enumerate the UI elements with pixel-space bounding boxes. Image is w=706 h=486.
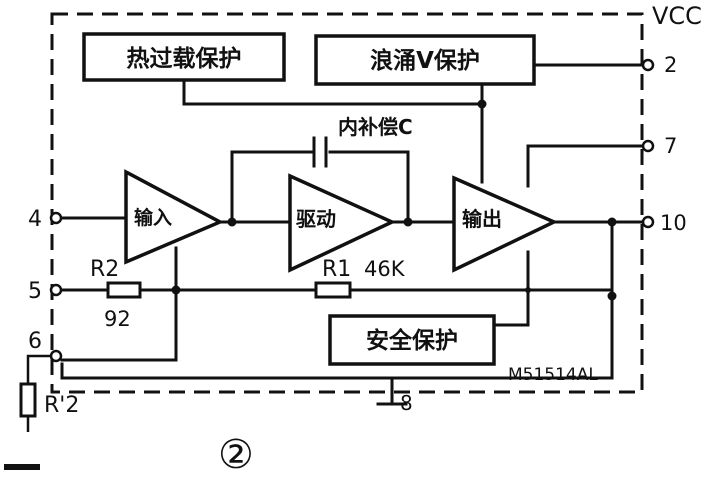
r2-prime-label: R'2 xyxy=(44,393,79,418)
r1-label: R1 xyxy=(322,257,351,282)
input-stage-label: 输入 xyxy=(134,206,172,229)
pin-2-label: 2 xyxy=(664,53,677,77)
pin-8-label: 8 xyxy=(400,391,413,415)
chip-outline xyxy=(50,12,644,394)
r1-value: 46K xyxy=(364,257,406,281)
pin-10-label: 10 xyxy=(660,211,687,235)
thermal-overload-label: 热过载保护 xyxy=(127,45,242,72)
pin-6-label: 6 xyxy=(28,329,42,354)
pin-4: 4 xyxy=(28,207,63,232)
r2-label: R2 xyxy=(90,257,119,282)
figure-number: ② xyxy=(218,432,254,478)
resistor-r1: R1 46K xyxy=(314,257,406,299)
internal-comp-label: 内补偿C xyxy=(338,115,413,139)
pin-2: 2 xyxy=(641,53,677,77)
input-amplifier: 输入 xyxy=(124,169,225,265)
pin-6: 6 xyxy=(28,329,63,363)
vcc-label: VCC xyxy=(652,2,702,30)
output-stage-label: 输出 xyxy=(462,207,502,231)
wires xyxy=(26,63,646,432)
safety-protection-label: 安全保护 xyxy=(366,327,458,354)
r2-value: 92 xyxy=(104,307,131,331)
surge-protection-label: 浪涌V保护 xyxy=(370,47,480,74)
driver-amplifier: 驱动 xyxy=(288,173,397,273)
pin-10: 10 xyxy=(641,211,687,235)
pin-4-label: 4 xyxy=(28,207,42,232)
output-amplifier: 输出 xyxy=(452,175,559,273)
pin-7: 7 xyxy=(641,134,677,158)
safety-protection-block: 安全保护 xyxy=(328,314,496,366)
pin-8: 8 xyxy=(400,391,413,415)
chip-name: M51514AL xyxy=(508,365,598,385)
resistor-r2: R2 92 xyxy=(90,257,142,331)
pin-vcc: VCC xyxy=(652,2,702,30)
thermal-overload-block: 热过载保护 xyxy=(82,32,286,82)
scan-mark xyxy=(4,464,40,470)
resistor-r2-prime: R'2 xyxy=(19,382,79,418)
compensation-capacitor: 内补偿C xyxy=(312,115,413,168)
junction-dots xyxy=(171,99,617,301)
pin-5-label: 5 xyxy=(28,279,42,304)
pin-5: 5 xyxy=(28,279,63,304)
pin-7-label: 7 xyxy=(664,134,677,158)
driver-stage-label: 驱动 xyxy=(296,207,336,231)
surge-protection-block: 浪涌V保护 xyxy=(314,34,536,86)
